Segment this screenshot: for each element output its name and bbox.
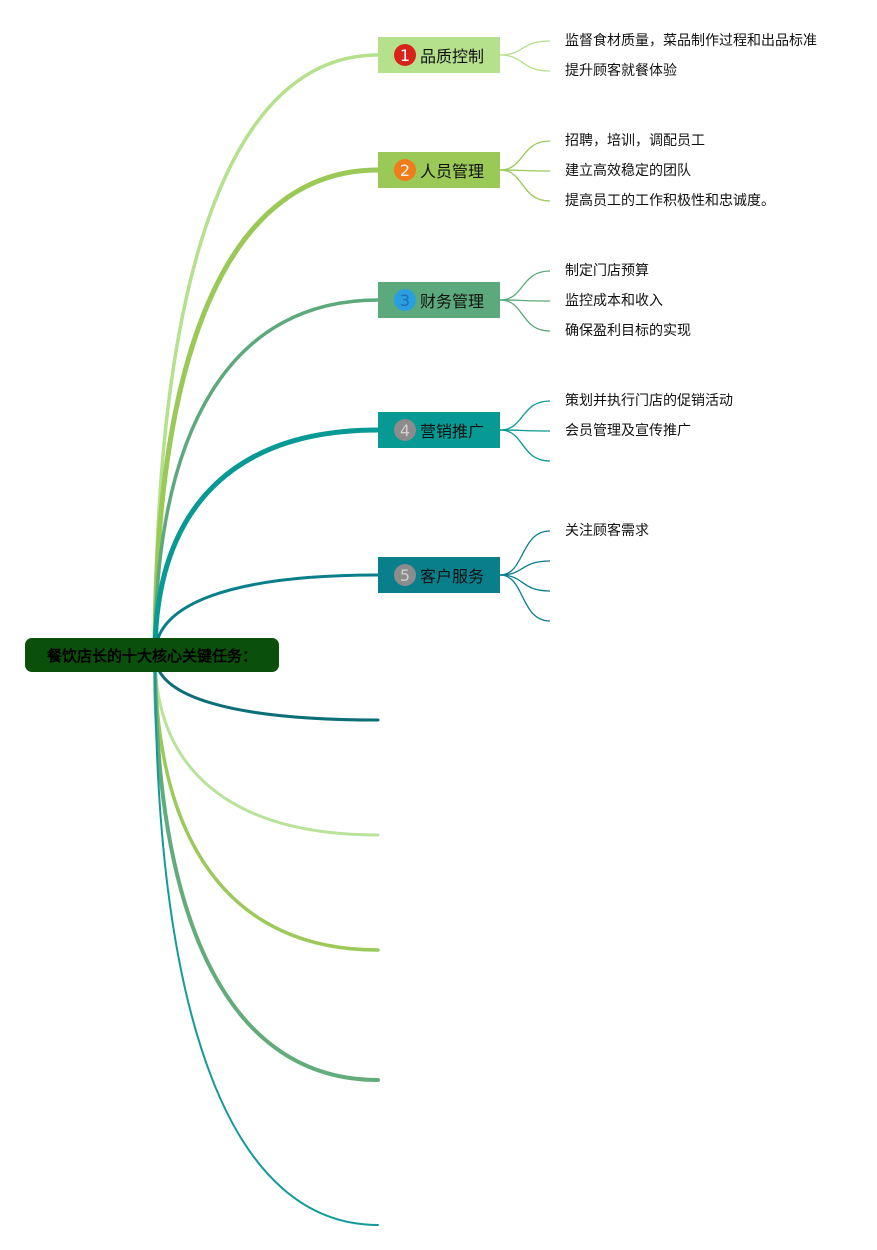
topic-node-5[interactable]: 5 客户服务: [378, 557, 500, 593]
leaf-connector: [499, 54, 551, 72]
number-badge-icon: 5: [394, 564, 416, 586]
number-badge-icon: 4: [394, 419, 416, 441]
leaf-text[interactable]: 会员管理及宣传推广: [565, 423, 691, 439]
topic-label: 财务管理: [420, 292, 485, 311]
leaf-text[interactable]: 建立高效稳定的团队: [565, 163, 691, 179]
leaf-connector: [499, 40, 551, 56]
topic-node-4[interactable]: 4 营销推广: [378, 412, 500, 448]
topic-label: 品质控制: [420, 47, 485, 66]
branch-line: [153, 653, 380, 1082]
topic-label: 人员管理: [420, 162, 485, 181]
branch-line: [154, 654, 379, 1226]
leaf-text[interactable]: 提升顾客就餐体验: [565, 63, 677, 79]
leaf-text[interactable]: 策划并执行门店的促销活动: [565, 393, 733, 409]
branch-line: [153, 653, 380, 837]
number-badge-icon: 1: [394, 44, 416, 66]
branch-line: [153, 573, 380, 657]
leaf-connector: [499, 270, 551, 301]
branch-line: [153, 298, 380, 657]
number-badge-icon: 2: [394, 159, 416, 181]
topic-label: 客户服务: [420, 567, 485, 586]
leaf-connector-lines: [499, 40, 551, 622]
branch-line: [152, 427, 381, 658]
leaf-connector: [499, 574, 551, 622]
number-badge-icon: 3: [394, 289, 416, 311]
leaf-text[interactable]: 招聘，培训，调配员工: [565, 133, 705, 149]
root-label: 餐饮店长的十大核心关键任务：: [46, 646, 257, 665]
leaf-text[interactable]: 监督食材质量，菜品制作过程和出品标准: [565, 33, 817, 49]
root-node[interactable]: 餐饮店长的十大核心关键任务：: [25, 638, 279, 672]
leaf-connector: [499, 560, 551, 576]
leaf-text[interactable]: 制定门店预算: [565, 263, 649, 279]
leaf-text[interactable]: 关注顾客需求: [565, 523, 649, 539]
topic-node-1[interactable]: 1 品质控制: [378, 37, 500, 73]
topic-node-2[interactable]: 2 人员管理: [378, 152, 500, 188]
leaf-connector: [499, 299, 551, 332]
branch-line: [153, 53, 380, 657]
leaf-connector: [499, 429, 551, 462]
leaf-connector: [499, 140, 551, 171]
topic-node-3[interactable]: 3 财务管理: [378, 282, 500, 318]
leaf-connector: [499, 169, 551, 202]
branch-line: [152, 167, 381, 658]
topic-label: 营销推广: [420, 422, 485, 441]
leaf-text[interactable]: 确保盈利目标的实现: [565, 323, 691, 339]
leaf-text[interactable]: 提高员工的工作积极性和忠诚度。: [565, 193, 775, 209]
leaf-connector: [499, 400, 551, 431]
leaf-text[interactable]: 监控成本和收入: [565, 293, 663, 309]
leaf-connector: [499, 530, 551, 576]
branch-line: [153, 653, 380, 952]
